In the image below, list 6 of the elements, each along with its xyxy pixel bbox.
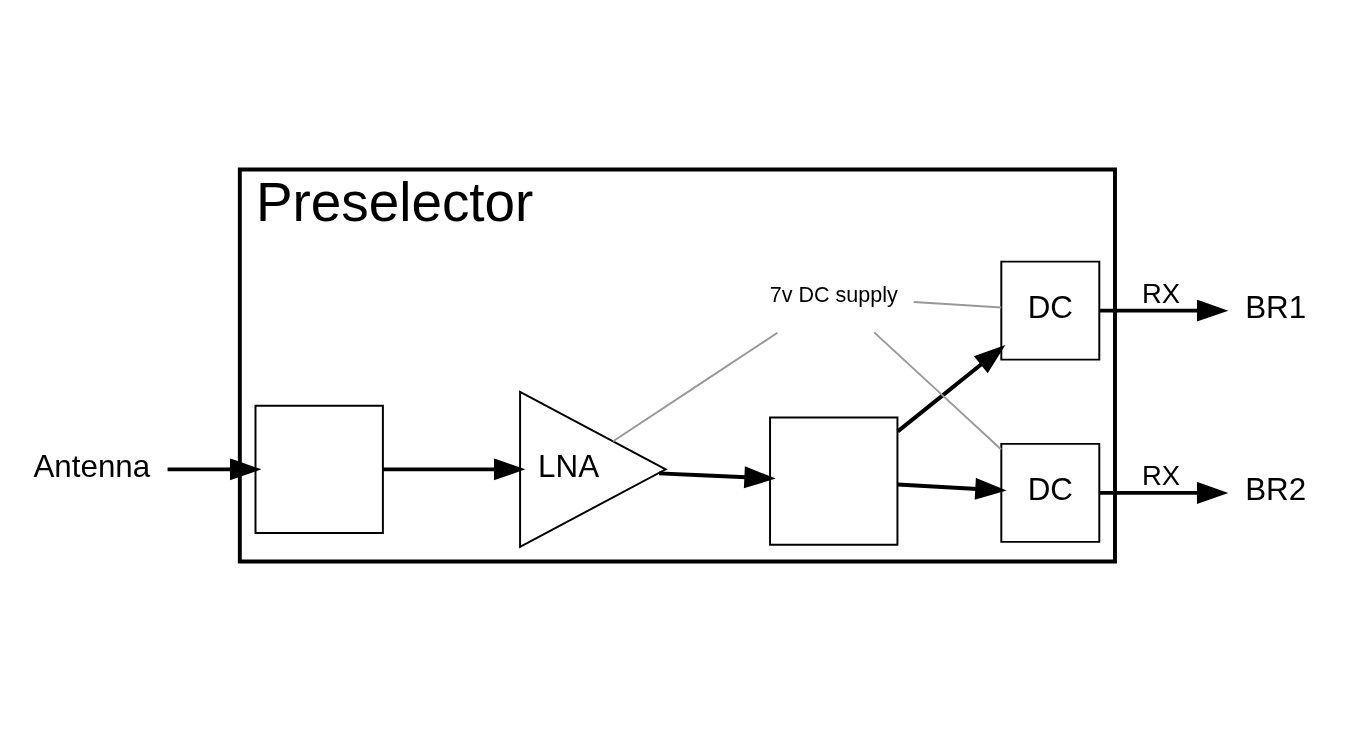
node-text: Antenna [33, 448, 151, 484]
edge-label: RX [1141, 459, 1181, 491]
node-text: BR1 [1245, 289, 1307, 325]
node-text: 7v DC supply [769, 281, 898, 307]
edge-label: RX [1141, 277, 1181, 309]
node-text: BR2 [1245, 471, 1307, 507]
